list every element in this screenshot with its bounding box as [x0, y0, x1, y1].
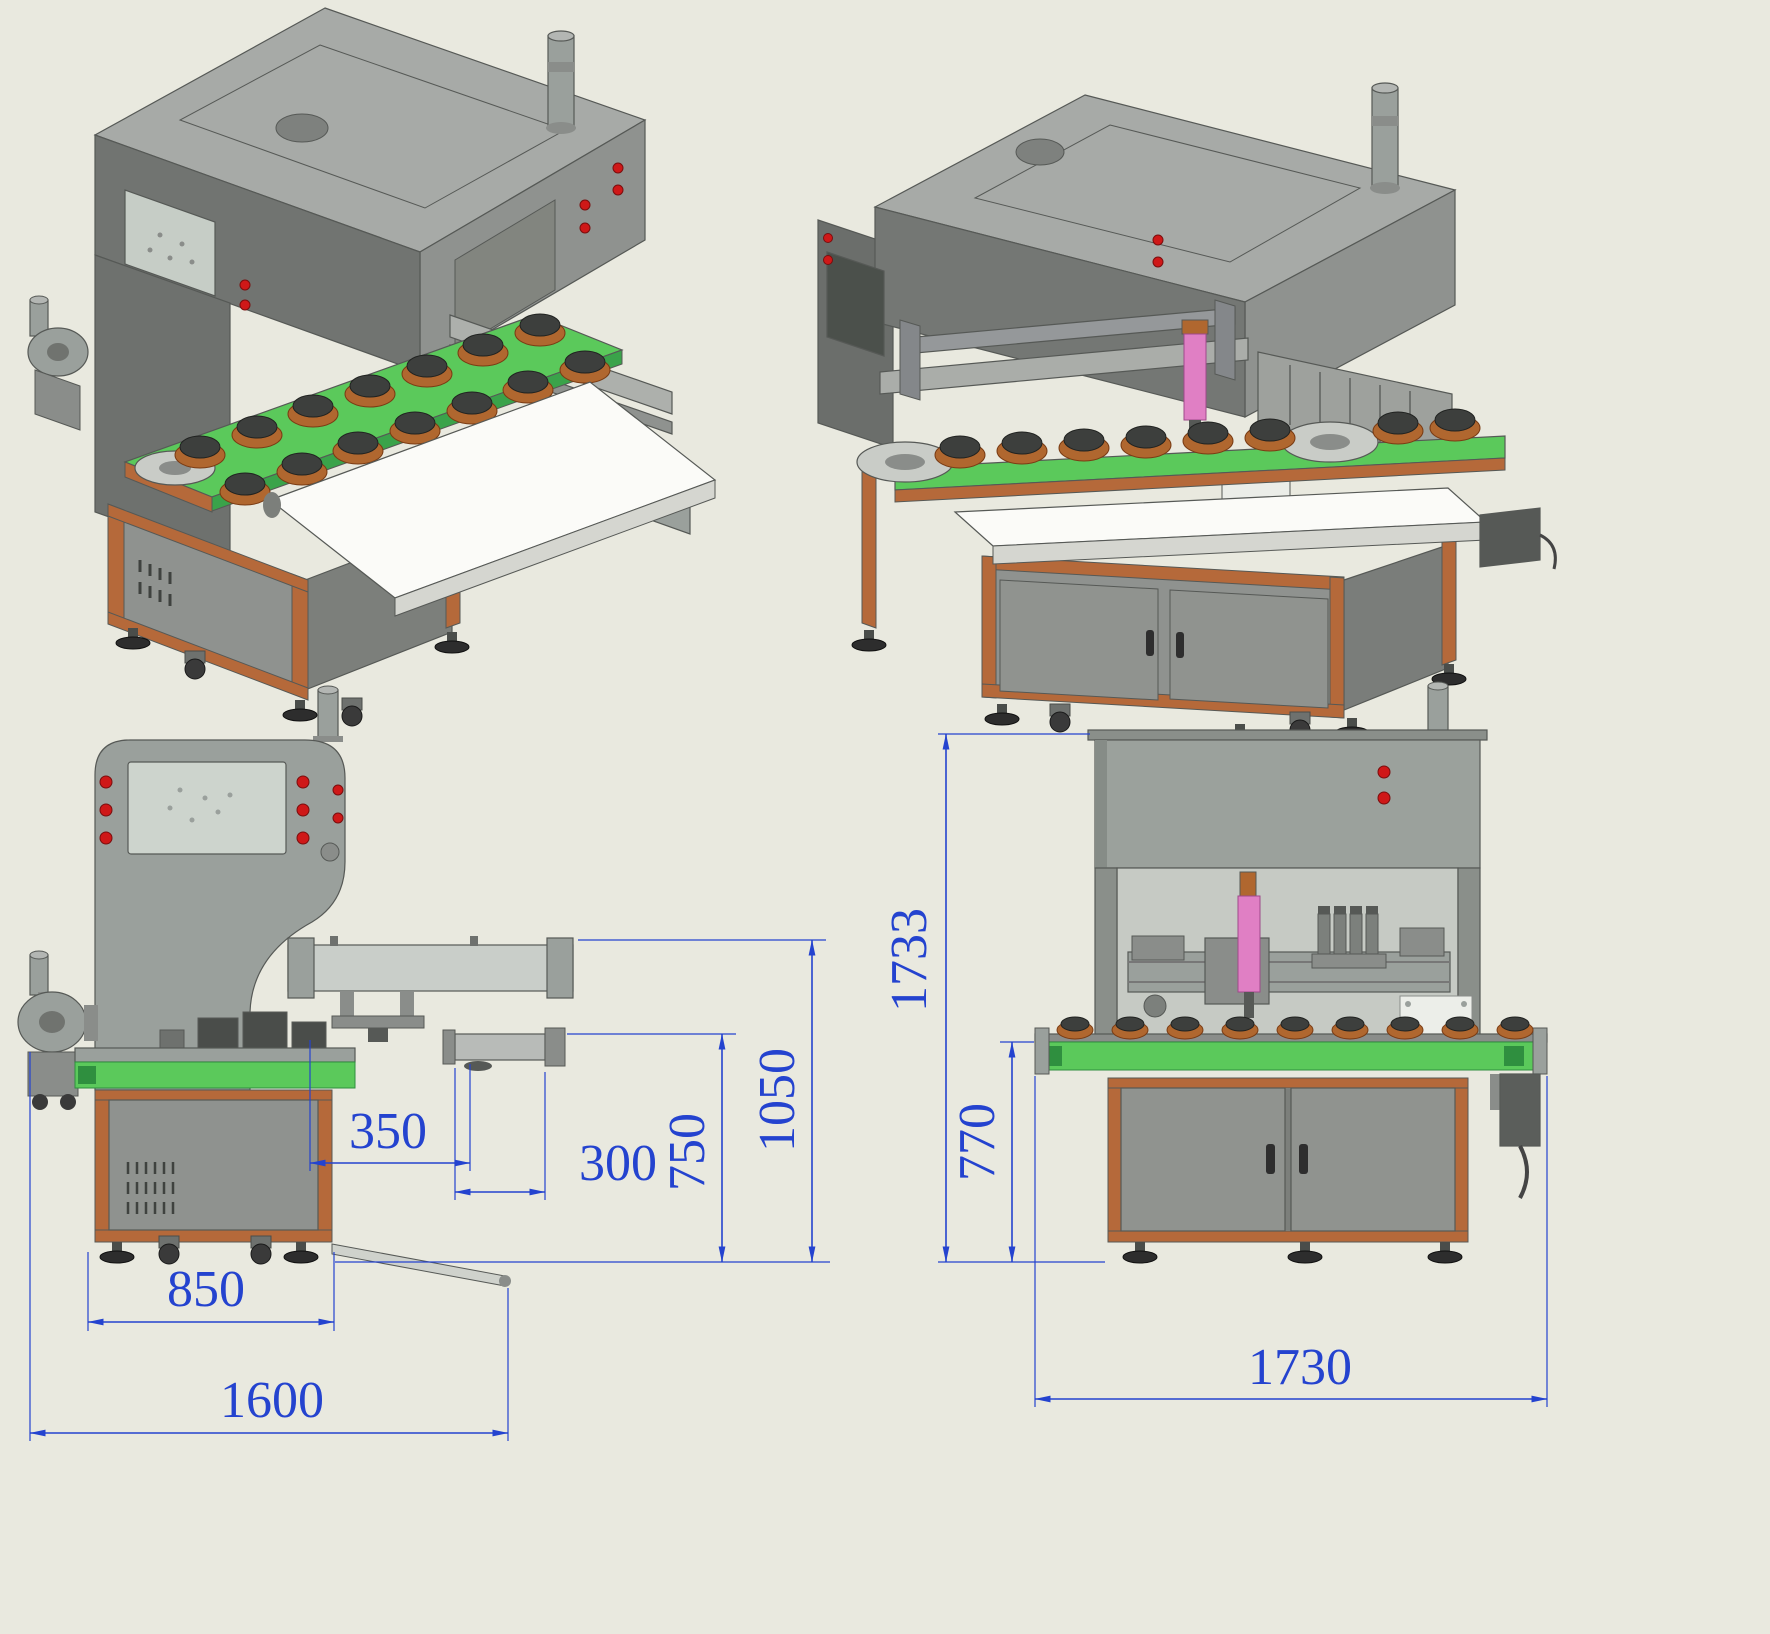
base-cabinet [861, 454, 1457, 719]
cabinet-doors [1120, 1087, 1456, 1232]
control-buttons [239, 162, 624, 311]
base-cabinet [1107, 1077, 1469, 1243]
dimension-1600: 1600 [29, 1052, 509, 1441]
view-front: 1733 770 1730 [881, 681, 1548, 1407]
hmi-screen [124, 189, 216, 297]
hmi-screen [127, 761, 287, 855]
dimension-350-label: 350 [349, 1103, 427, 1160]
view-side: 350 300 750 1050 850 1600 [17, 685, 830, 1441]
dimension-1733-label: 1733 [881, 908, 938, 1012]
base-frame [94, 1089, 333, 1243]
dimension-300-label: 300 [579, 1135, 657, 1192]
vent-grille [126, 1162, 175, 1214]
valve-bank [1311, 906, 1387, 969]
gantry [879, 299, 1249, 401]
dimension-1600-label: 1600 [220, 1372, 324, 1429]
dimension-750: 750 [335, 1033, 830, 1263]
gantry-beam [1127, 935, 1451, 1018]
dimension-770-label: 770 [949, 1103, 1006, 1181]
dimension-1730-label: 1730 [1248, 1339, 1352, 1396]
dimension-1733: 1733 [881, 733, 1105, 1263]
cross-beam [287, 936, 574, 1042]
dimension-850: 850 [87, 1252, 335, 1331]
leveling-feet [1122, 1241, 1463, 1264]
vent-grille [138, 560, 172, 606]
conveyor [74, 1047, 356, 1089]
dimension-1730: 1730 [1034, 1076, 1548, 1407]
dimension-350: 350 [309, 1040, 471, 1171]
dimension-750-label: 750 [659, 1113, 716, 1191]
side-blower [27, 295, 89, 431]
view-iso-front-left [27, 7, 717, 727]
dimension-850-label: 850 [167, 1261, 245, 1318]
press-unit [442, 1027, 566, 1071]
view-iso-back-right [817, 82, 1557, 746]
drive-motor [1490, 1073, 1541, 1199]
dispenser-head [1181, 319, 1209, 440]
control-buttons [99, 775, 344, 862]
door-handles [1266, 1144, 1308, 1174]
cabinet-doors [999, 579, 1329, 709]
signal-tower [1370, 82, 1400, 194]
belt-extension [331, 1243, 511, 1287]
dimension-1050: 1050 [578, 939, 826, 1263]
dispenser-head [1237, 871, 1261, 1018]
belt-table [953, 487, 1488, 565]
connector-box [1479, 507, 1557, 570]
signal-tower [313, 685, 343, 742]
signal-tower [546, 30, 576, 134]
dimension-1050-label: 1050 [749, 1048, 806, 1152]
hmi-screen [823, 233, 885, 357]
door-handles [1146, 630, 1184, 658]
rotary-dial [856, 421, 1379, 483]
signal-tower [1427, 681, 1449, 739]
machine-hood [93, 7, 647, 374]
top-housing [1087, 729, 1488, 869]
belt-table [263, 381, 717, 617]
blower-motor [17, 950, 98, 1110]
dimension-300: 300 [454, 1068, 657, 1200]
pallet-fixtures [1056, 1016, 1534, 1040]
dimension-770: 770 [949, 1041, 1034, 1263]
